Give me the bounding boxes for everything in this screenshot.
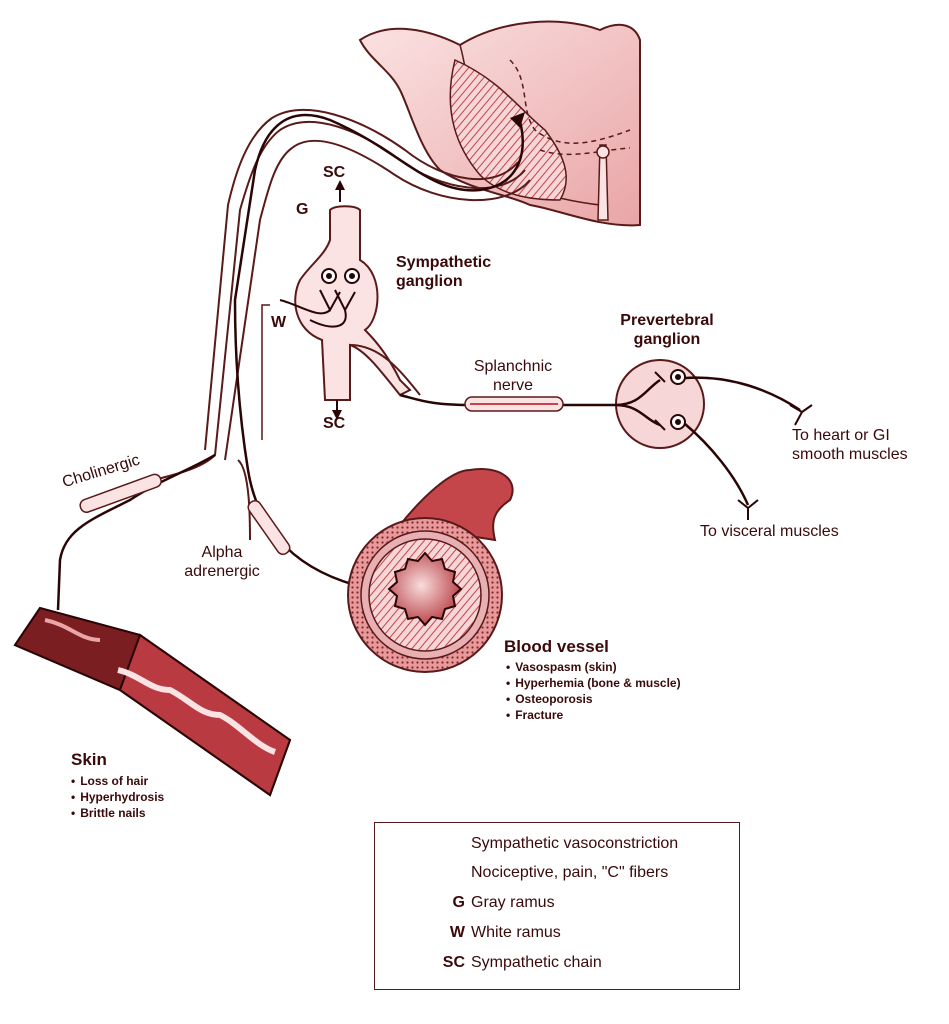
splanchnic-nerve-label: Splanchnic nerve bbox=[473, 358, 553, 394]
legend-row: W White ramus bbox=[375, 920, 739, 948]
list-item: Vasospasm (skin) bbox=[506, 659, 681, 675]
legend-row: G Gray ramus bbox=[375, 890, 739, 918]
skin-block bbox=[13, 606, 292, 797]
legend-text: White ramus bbox=[471, 924, 561, 941]
list-item: Hyperhydrosis bbox=[71, 789, 164, 805]
list-item: Hyperhemia (bone & muscle) bbox=[506, 675, 680, 691]
white-ramus-label: W bbox=[271, 314, 287, 331]
efferent-fiber bbox=[233, 113, 524, 587]
legend-row: Nociceptive, pain, "C" fibers bbox=[375, 860, 739, 888]
skin-effects-list: Loss of hair Hyperhydrosis Brittle nails bbox=[71, 773, 164, 821]
cholinergic-fiber bbox=[56, 453, 216, 611]
legend-key: SC bbox=[442, 954, 465, 971]
sympathetic-chain bbox=[261, 180, 421, 440]
legend-text: Sympathetic vasoconstriction bbox=[471, 835, 679, 852]
list-item: Osteoporosis bbox=[506, 691, 681, 707]
legend-row: SC Sympathetic chain bbox=[375, 950, 739, 978]
legend-text: Sympathetic chain bbox=[471, 954, 602, 971]
sympathetic-ganglion-label: Sympathetic ganglion bbox=[396, 254, 492, 290]
blood-vessel-title: Blood vessel bbox=[504, 637, 609, 656]
skin-title: Skin bbox=[71, 750, 107, 769]
alpha-adrenergic-fiber bbox=[247, 500, 291, 556]
spinal-nerve-bundle bbox=[154, 109, 531, 541]
legend-text: Nociceptive, pain, "C" fibers bbox=[471, 864, 669, 881]
list-item: Loss of hair bbox=[71, 773, 164, 789]
legend-key: G bbox=[452, 894, 465, 911]
blood-vessel bbox=[347, 468, 514, 673]
sc-top-label: SC bbox=[323, 164, 346, 181]
blood-vessel-effects-list: Vasospasm (skin) Hyperhemia (bone & musc… bbox=[506, 659, 681, 723]
prevertebral-ganglion-label: Prevertebral ganglion bbox=[620, 312, 714, 348]
legend-box: Sympathetic vasoconstriction Nociceptive… bbox=[374, 822, 740, 990]
legend-row: Sympathetic vasoconstriction bbox=[375, 831, 739, 859]
prevertebral-ganglion bbox=[614, 359, 813, 520]
sc-bottom-label: SC bbox=[323, 415, 346, 432]
legend-key: W bbox=[449, 924, 465, 941]
spinal-cord bbox=[358, 20, 641, 227]
arrowhead-icon bbox=[510, 112, 525, 128]
legend-text: Gray ramus bbox=[471, 894, 555, 911]
to-visceral-label: To visceral muscles bbox=[700, 523, 839, 540]
list-item: Fracture bbox=[506, 707, 681, 723]
list-item: Brittle nails bbox=[71, 805, 164, 821]
to-heart-label: To heart or GI smooth muscles bbox=[792, 427, 908, 463]
gray-ramus-label: G bbox=[296, 201, 309, 218]
splanchnic-nerve bbox=[399, 393, 615, 412]
alpha-adrenergic-label: Alpha adrenergic bbox=[184, 544, 260, 580]
